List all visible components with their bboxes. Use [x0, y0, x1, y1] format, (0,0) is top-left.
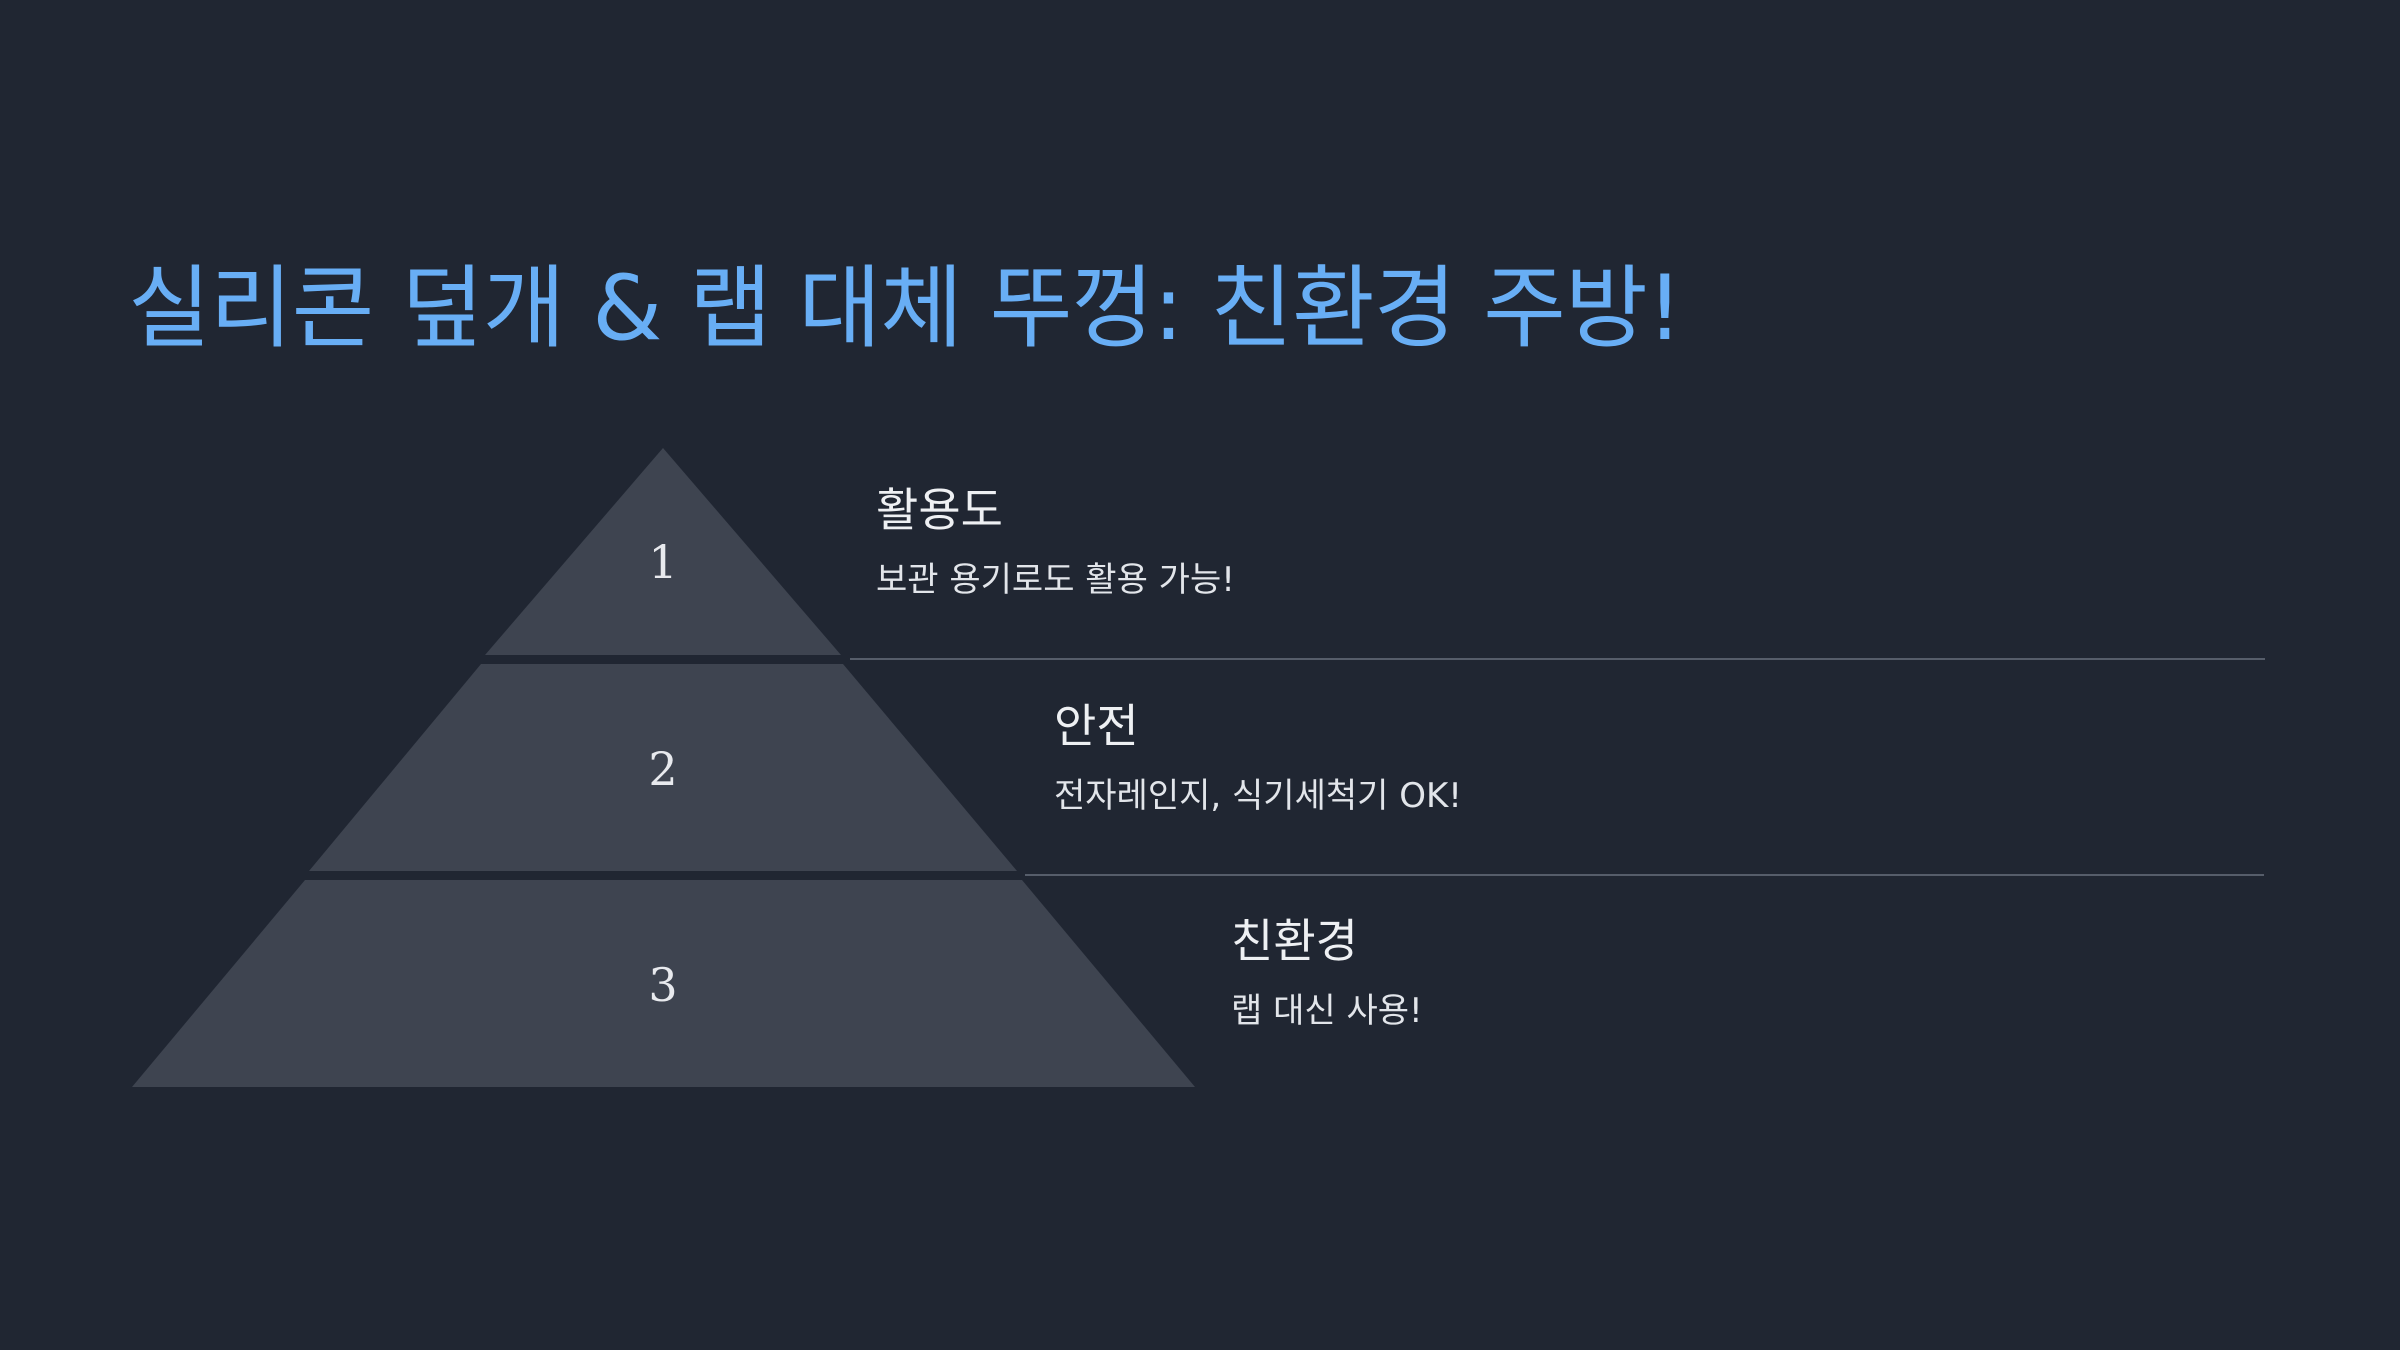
tier-3-heading: 친환경 — [1231, 914, 1358, 968]
pyramid-tier-3-shape — [132, 880, 1195, 1087]
tier-2-description: 전자레인지, 식기세척기 OK! — [1054, 776, 1462, 817]
tier-3-text: 친환경 랩 대신 사용! — [1231, 914, 1423, 1032]
pyramid-tier-1-shape — [485, 448, 841, 655]
tier-1-text: 활용도 보관 용기로도 활용 가능! — [876, 483, 1235, 601]
pyramid-tier-2-number: 2 — [648, 742, 677, 796]
pyramid-tier-2-shape — [309, 664, 1017, 871]
slide-title: 실리콘 덮개 & 랩 대체 뚜껑: 친환경 주방! — [128, 256, 1683, 361]
tier-divider-1 — [850, 658, 2265, 660]
tier-2-text: 안전 전자레인지, 식기세척기 OK! — [1054, 699, 1462, 817]
tier-3-description: 랩 대신 사용! — [1231, 991, 1423, 1032]
tier-2-heading: 안전 — [1054, 699, 1139, 753]
pyramid-tier-3-number: 3 — [648, 958, 677, 1012]
tier-divider-2 — [1025, 874, 2264, 876]
tier-1-heading: 활용도 — [876, 483, 1003, 537]
pyramid-tier-1-number: 1 — [648, 535, 677, 589]
tier-1-description: 보관 용기로도 활용 가능! — [876, 560, 1235, 601]
